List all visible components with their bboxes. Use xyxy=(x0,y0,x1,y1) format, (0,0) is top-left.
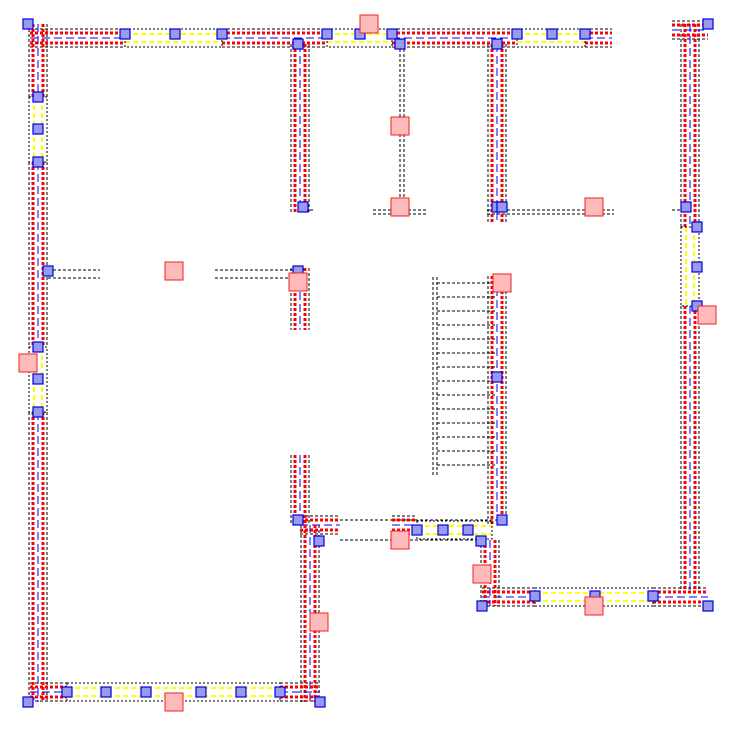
selection-handle[interactable] xyxy=(292,38,304,50)
element-marker[interactable] xyxy=(359,14,379,34)
selection-handle[interactable] xyxy=(216,28,228,40)
element-marker[interactable] xyxy=(164,261,184,281)
element-marker[interactable] xyxy=(18,353,38,373)
selection-handle[interactable] xyxy=(691,261,703,273)
selection-handle[interactable] xyxy=(462,524,474,536)
selection-handle[interactable] xyxy=(314,696,326,708)
element-marker[interactable] xyxy=(584,197,604,217)
selection-handle[interactable] xyxy=(386,28,398,40)
selection-handle[interactable] xyxy=(321,28,333,40)
element-marker[interactable] xyxy=(390,197,410,217)
selection-handle[interactable] xyxy=(702,18,714,30)
selection-handle[interactable] xyxy=(491,371,503,383)
staircase xyxy=(432,277,495,477)
element-marker[interactable] xyxy=(492,273,512,293)
selection-handle[interactable] xyxy=(61,686,73,698)
selection-handle[interactable] xyxy=(491,38,503,50)
selection-handle[interactable] xyxy=(169,28,181,40)
selection-handle[interactable] xyxy=(32,406,44,418)
selection-handle[interactable] xyxy=(496,201,508,213)
selection-handle[interactable] xyxy=(511,28,523,40)
selection-handle[interactable] xyxy=(100,686,112,698)
selection-handle[interactable] xyxy=(394,38,406,50)
selection-handle[interactable] xyxy=(702,600,714,612)
selection-handle[interactable] xyxy=(22,696,34,708)
selection-handle[interactable] xyxy=(195,686,207,698)
selection-handle[interactable] xyxy=(313,535,325,547)
selection-handle[interactable] xyxy=(411,524,423,536)
selection-handle[interactable] xyxy=(140,686,152,698)
element-marker[interactable] xyxy=(288,272,308,292)
selection-handle[interactable] xyxy=(32,341,44,353)
element-marker[interactable] xyxy=(164,692,184,712)
selection-handle[interactable] xyxy=(475,535,487,547)
element-markers[interactable] xyxy=(18,14,717,712)
selection-handle[interactable] xyxy=(22,18,34,30)
selection-handle[interactable] xyxy=(691,221,703,233)
selection-handle[interactable] xyxy=(42,265,54,277)
walls xyxy=(30,23,708,702)
element-marker[interactable] xyxy=(584,596,604,616)
selection-handle[interactable] xyxy=(476,600,488,612)
element-marker[interactable] xyxy=(390,530,410,550)
selection-handle[interactable] xyxy=(32,373,44,385)
element-marker[interactable] xyxy=(697,305,717,325)
selection-handle[interactable] xyxy=(32,156,44,168)
selection-handle[interactable] xyxy=(680,201,692,213)
selection-handle[interactable] xyxy=(297,201,309,213)
selection-handles[interactable] xyxy=(22,18,714,708)
selection-handle[interactable] xyxy=(437,524,449,536)
selection-handle[interactable] xyxy=(496,514,508,526)
selection-handle[interactable] xyxy=(119,28,131,40)
selection-handle[interactable] xyxy=(274,686,286,698)
selection-handle[interactable] xyxy=(32,123,44,135)
wall-outlines xyxy=(28,20,708,702)
element-marker[interactable] xyxy=(309,612,329,632)
selection-handle[interactable] xyxy=(647,590,659,602)
selection-handle[interactable] xyxy=(32,91,44,103)
selection-handle[interactable] xyxy=(529,590,541,602)
selection-handle[interactable] xyxy=(579,28,591,40)
element-marker[interactable] xyxy=(390,116,410,136)
selection-handle[interactable] xyxy=(546,28,558,40)
selection-handle[interactable] xyxy=(292,514,304,526)
selection-handle[interactable] xyxy=(235,686,247,698)
element-marker[interactable] xyxy=(472,564,492,584)
